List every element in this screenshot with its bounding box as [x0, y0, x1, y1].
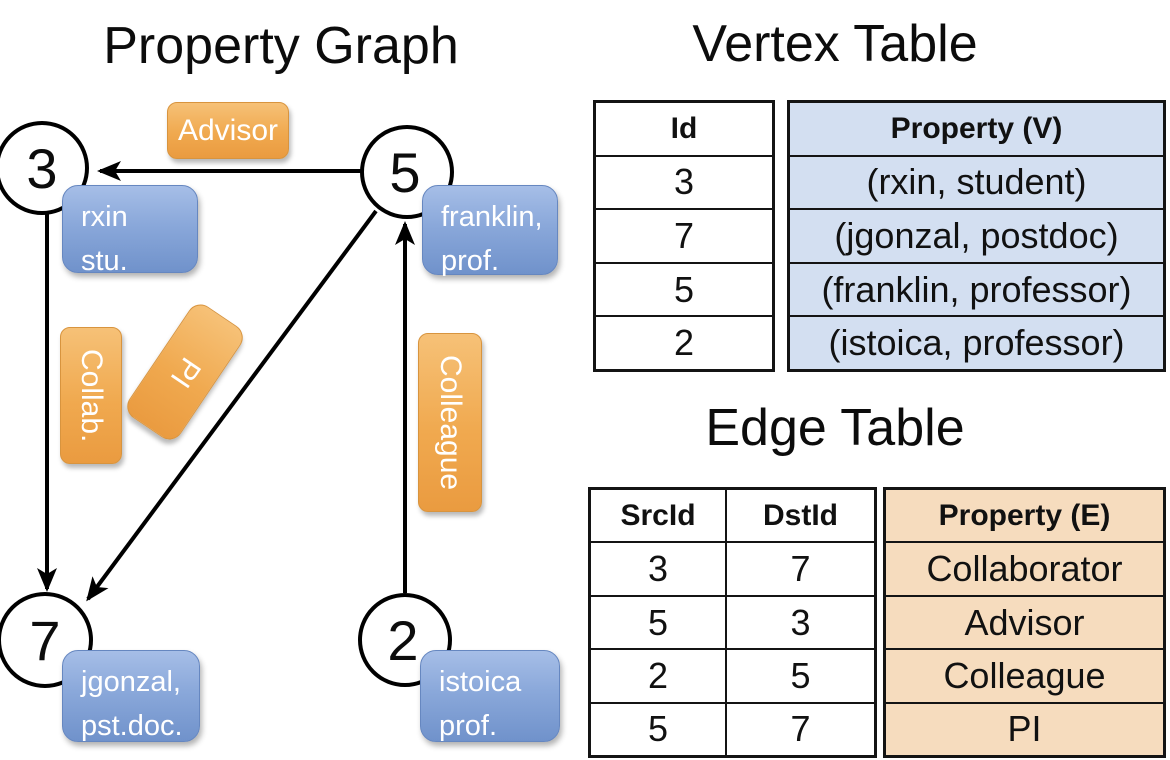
table-cell: 3 [647, 548, 669, 590]
vertex-id-3: 3 [26, 137, 57, 200]
table-cell: Colleague [886, 648, 1163, 702]
vertex-id-7: 7 [29, 609, 60, 672]
table-cell: 5 [725, 650, 874, 702]
edge-table-dst-header: DstId [725, 490, 874, 542]
vertex-id-2: 2 [387, 609, 418, 672]
table-cell: (rxin, student) [790, 154, 1163, 209]
edge-table-property-header: Property (E) [886, 490, 1163, 542]
edge-table-title: Edge Table [705, 399, 965, 457]
edge-table-ids-columns: SrcId DstId 3 7 5 3 2 5 5 7 [588, 487, 877, 758]
table-cell: 3 [596, 154, 772, 209]
table-cell: 3 [725, 596, 874, 649]
vertex-table-id-header: Id [670, 111, 698, 145]
vertex-callout-7-line2: pst.doc. [81, 709, 183, 742]
vertex-callout-3-line1: rxin [81, 201, 128, 233]
table-cell: PI [886, 701, 1163, 756]
table-cell: 7 [725, 703, 874, 756]
table-cell: Advisor [886, 594, 1163, 649]
vertex-callout-5-line1: franklin, [441, 201, 543, 233]
edge-label-colleague: Colleague [418, 333, 482, 512]
vertex-id-5: 5 [389, 141, 420, 204]
table-cell: 7 [725, 543, 874, 595]
vertex-callout-5-line2: prof. [441, 244, 500, 277]
vertex-callout-3-line2: stu. [81, 244, 128, 277]
table-cell: (franklin, professor) [790, 261, 1163, 316]
edge-label-advisor: Advisor [167, 102, 289, 159]
vertex-callout-5: franklin, prof. [422, 185, 558, 277]
vertex-callout-2: istoica prof. [420, 650, 560, 742]
table-cell: (jgonzal, postdoc) [790, 208, 1163, 262]
vertex-table-property-header: Property (V) [790, 103, 1163, 155]
vertex-callout-3: rxin stu. [62, 185, 198, 277]
vertex-table-property-column: Property (V) (rxin, student) (jgonzal, p… [787, 100, 1166, 372]
vertex-callout-7-line1: jgonzal, [81, 666, 181, 698]
vertex-callout-2-line2: prof. [439, 709, 498, 742]
table-cell: 2 [647, 654, 669, 696]
edge-label-pi-text: PI [163, 351, 208, 394]
table-cell: 7 [596, 208, 772, 262]
table-cell: 5 [647, 601, 669, 643]
table-cell: Collaborator [886, 541, 1163, 595]
table-cell: 5 [596, 261, 772, 316]
vertex-callout-7: jgonzal, pst.doc. [62, 650, 200, 742]
vertex-callout-2-line1: istoica [439, 666, 522, 698]
table-cell: 5 [647, 708, 669, 750]
table-cell: (istoica, professor) [790, 315, 1163, 369]
property-graph-title: Property Graph [103, 17, 459, 75]
edge-5-to-7-pi [86, 209, 378, 602]
edge-label-collab: Collab. [60, 327, 122, 464]
vertex-table-title: Vertex Table [692, 15, 978, 73]
vertex-table-id-column: Id 3 7 5 2 [593, 100, 775, 372]
edge-label-advisor-text: Advisor [177, 113, 279, 147]
edge-label-colleague-text: Colleague [434, 354, 467, 491]
edge-table-src-header: SrcId [620, 498, 696, 532]
table-cell: 2 [596, 315, 772, 369]
edge-table-property-column: Property (E) Collaborator Advisor Collea… [883, 487, 1166, 758]
edge-label-collab-text: Collab. [75, 348, 108, 443]
